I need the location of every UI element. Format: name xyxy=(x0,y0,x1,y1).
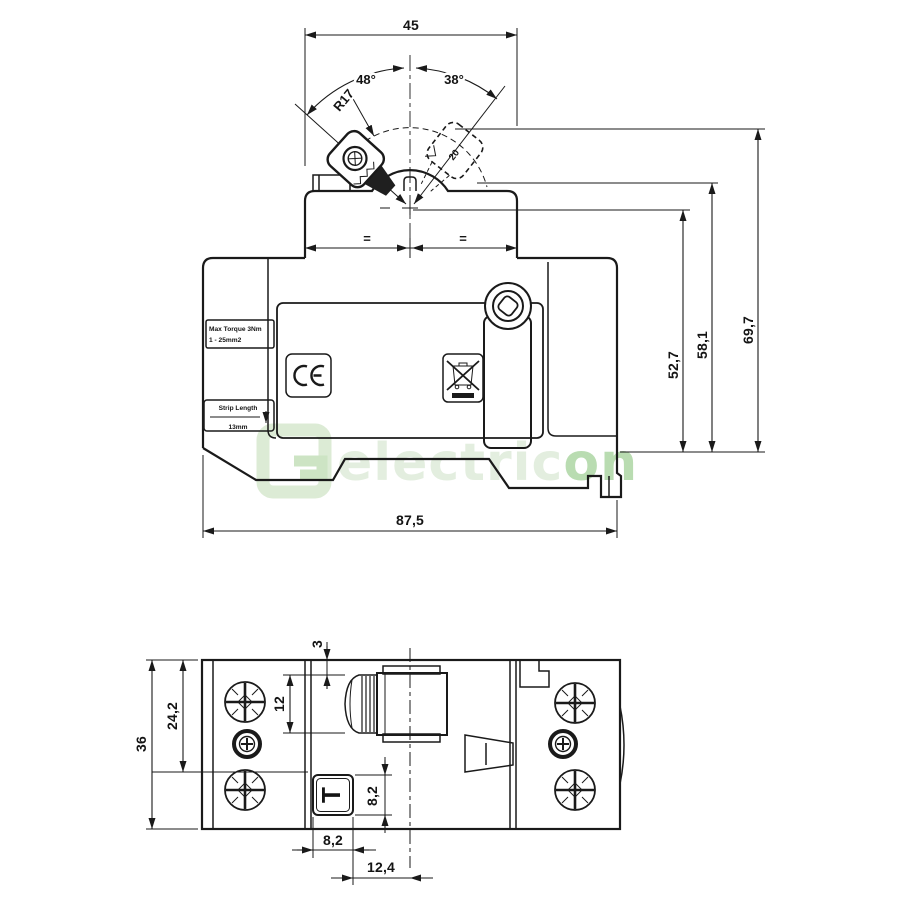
dim-lever-width: 20 xyxy=(447,148,462,163)
section-dividers xyxy=(212,660,517,829)
dim-button-center-offset: 12,4 xyxy=(367,859,395,875)
dim-button-width: 8,2 xyxy=(323,832,343,848)
dim-overall-width: 87,5 xyxy=(396,512,424,528)
brand-logo-icon xyxy=(256,423,332,499)
body-outline xyxy=(201,256,619,448)
torque-label-line1: Max Torque 3Nm xyxy=(209,326,262,333)
terminal-screw-icon xyxy=(554,682,596,724)
cover-screw-icon xyxy=(484,282,532,330)
right-step-line xyxy=(547,262,617,437)
test-button: T xyxy=(312,774,354,816)
top-right-notch xyxy=(519,660,550,688)
right-edge-bump xyxy=(619,705,625,785)
dim-height-overall: 69,7 xyxy=(740,316,756,344)
dim-45-extensions xyxy=(304,28,518,166)
dim-36-extensions xyxy=(146,659,198,830)
dim-upper-height: 24,2 xyxy=(164,702,180,730)
small-screw-icon xyxy=(548,729,578,759)
terminal-screw-icon xyxy=(224,769,266,811)
pivot-cross xyxy=(380,201,418,215)
radius-leader xyxy=(351,96,375,137)
dim-angle-right: 38° xyxy=(444,72,464,87)
dim-overall-height: 36 xyxy=(133,736,149,752)
angle-arc-right xyxy=(415,65,498,100)
bottom-body-outline xyxy=(200,658,622,831)
terminal-screw-icon xyxy=(554,769,596,811)
height-extension-lines xyxy=(413,128,765,453)
test-button-t-icon: T xyxy=(316,787,346,803)
din-rail-profile xyxy=(202,447,623,499)
strip-label-line1: Strip Length xyxy=(219,405,258,412)
dim-angle-left: 48° xyxy=(356,72,376,87)
dim-top-width: 45 xyxy=(403,17,419,33)
front-view: 48° 38° R17 45 20 xyxy=(201,17,765,538)
ce-mark-icon: CE xyxy=(285,353,332,398)
handle-recess xyxy=(483,315,532,449)
torque-label: Max Torque 3Nm 1 - 25mm2 xyxy=(205,319,275,349)
dim-87-extensions xyxy=(202,455,618,538)
dim-height-pivot: 52,7 xyxy=(665,351,681,379)
strip-length-arrow xyxy=(210,411,266,423)
lever-slot xyxy=(403,176,417,191)
dim-height-mid: 58,1 xyxy=(694,331,710,359)
dim-radius: R17 xyxy=(330,86,357,114)
terminal-screw-icon xyxy=(224,681,266,723)
dim-equal-right: = xyxy=(459,231,467,246)
bottom-view: T 36 24,2 12 3 8,2 8,2 12,4 xyxy=(133,640,625,885)
watermark: electricon xyxy=(256,423,638,499)
watermark-brand-text: electricon xyxy=(337,433,638,493)
small-screw-icon xyxy=(232,729,262,759)
torque-label-line2: 1 - 25mm2 xyxy=(209,337,242,344)
strip-label-line2: 13mm xyxy=(228,424,247,431)
dim-button-height: 8,2 xyxy=(364,786,380,806)
dim-top-offset: 3 xyxy=(309,640,325,648)
lever-serration xyxy=(353,161,375,185)
dim-equal-left: = xyxy=(363,231,371,246)
din-latch xyxy=(464,734,514,773)
lever-pointer xyxy=(424,145,437,157)
snout-outline xyxy=(303,169,519,258)
dim-12-extensions xyxy=(283,674,345,734)
switch-lever-solid xyxy=(326,129,396,196)
dim-switch-height: 12 xyxy=(271,696,287,712)
face-panel xyxy=(276,302,544,439)
strip-length-label: Strip Length 13mm xyxy=(203,399,274,431)
toggle-switch-top xyxy=(344,665,448,743)
angle-arc-left xyxy=(306,65,405,116)
weee-mark-icon xyxy=(442,353,484,403)
